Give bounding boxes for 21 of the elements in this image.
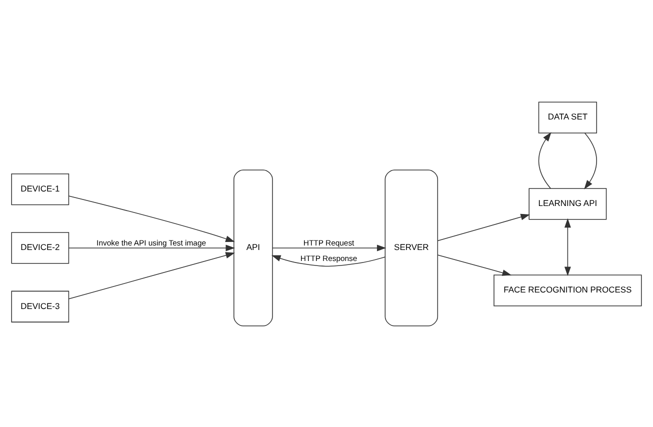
- node-box: DEVICE-3: [11, 290, 70, 322]
- node-box: SERVER: [384, 169, 438, 326]
- arrow: [584, 132, 597, 189]
- arrow: [68, 244, 235, 251]
- node-box: DEVICE-1: [11, 172, 70, 205]
- arrow: [271, 254, 386, 266]
- arrow: [538, 132, 552, 188]
- arrow: [68, 252, 235, 299]
- node-box: LEARNING API: [528, 188, 607, 220]
- arrow: [437, 254, 512, 276]
- arrow: [564, 218, 571, 276]
- edge-label: HTTP Response: [300, 254, 358, 263]
- arrow: [437, 213, 530, 241]
- node-box: FACE RECOGNITION PROCESS: [494, 274, 642, 306]
- node-box: DEVICE-2: [11, 232, 70, 264]
- arrow: [68, 195, 235, 242]
- node-box: API: [234, 169, 273, 326]
- arrow: [272, 244, 386, 251]
- edge-label: HTTP Request: [303, 238, 354, 248]
- node-box: DATA SET: [538, 101, 598, 133]
- edge-label: Invoke the API using Test image: [96, 238, 206, 248]
